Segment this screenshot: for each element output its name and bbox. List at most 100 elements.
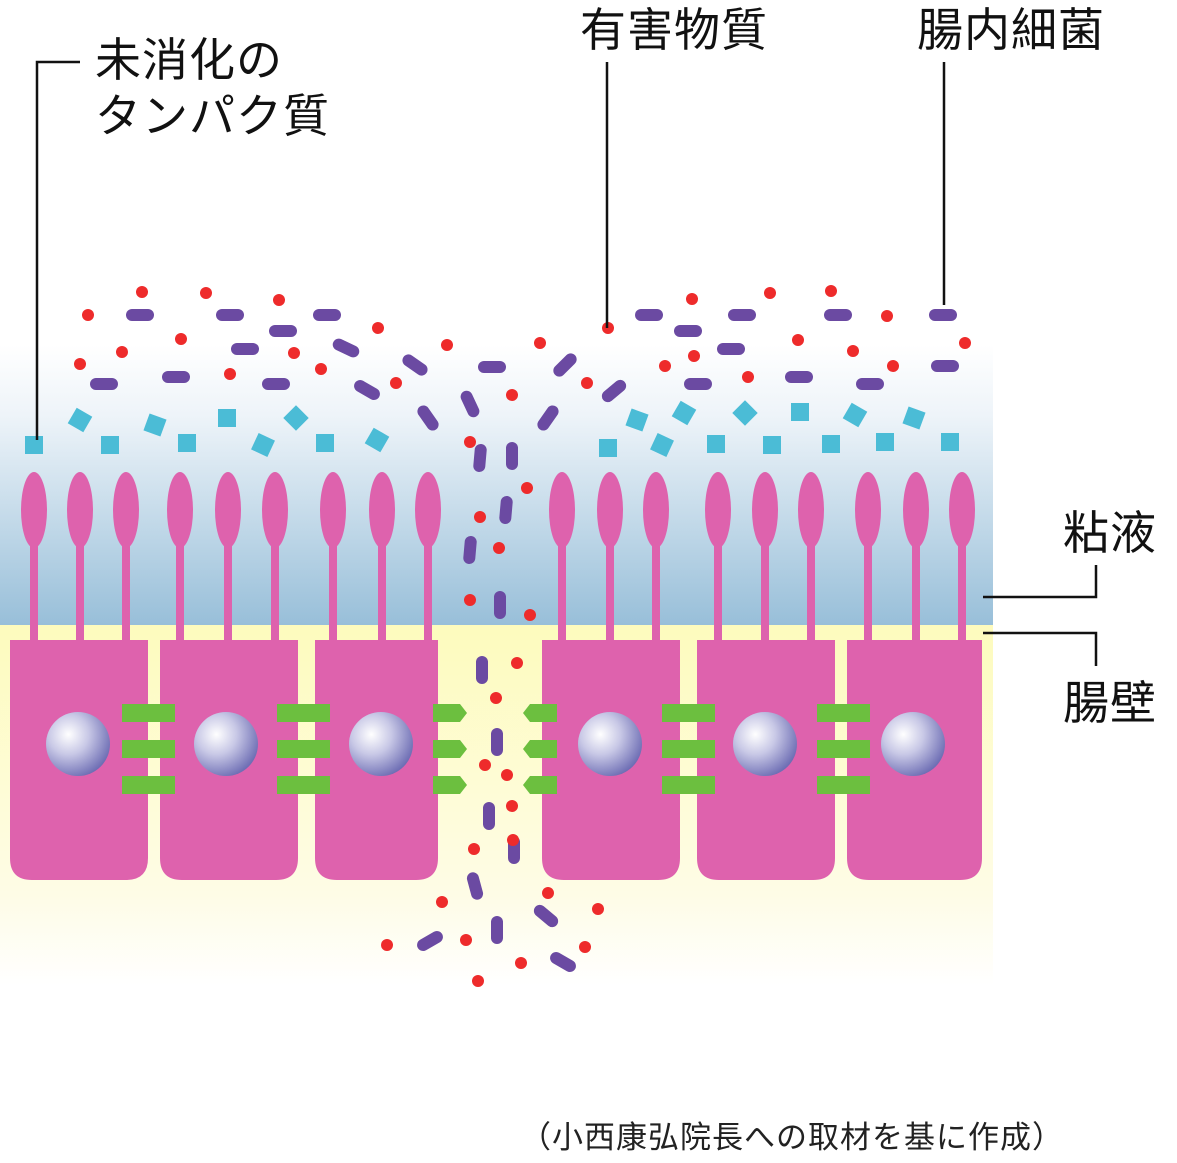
harmful-particle [315, 363, 327, 375]
tight-junction [122, 776, 175, 794]
harmful-particle [200, 287, 212, 299]
harmful-particle [474, 511, 486, 523]
bacterium [478, 361, 506, 373]
label-undigested-protein: 未消化の タンパク質 [95, 32, 330, 144]
protein-particle [101, 436, 119, 454]
harmful-particle [521, 482, 533, 494]
harmful-particle [511, 657, 523, 669]
tight-junction [277, 704, 330, 722]
villus-tip [320, 472, 346, 548]
protein-particle [283, 405, 309, 431]
protein-particle [364, 427, 390, 453]
broken-junction-right [523, 776, 557, 794]
protein-particle [218, 409, 236, 427]
bacterium [635, 309, 663, 321]
villus-stalk [329, 530, 337, 640]
harmful-particle [659, 360, 671, 372]
protein-particle [902, 406, 926, 430]
protein-particle [316, 434, 334, 452]
tight-junction [817, 776, 870, 794]
nucleus [881, 712, 945, 776]
bacterium [402, 354, 428, 376]
harmful-substance-particles [74, 285, 971, 987]
bacterium [550, 952, 576, 972]
bacterium [126, 309, 154, 321]
bacterium [262, 378, 290, 390]
harmful-particle [224, 368, 236, 380]
protein-particle [941, 433, 959, 451]
protein-particle [25, 436, 43, 454]
harmful-particle [579, 941, 591, 953]
villus-tip [855, 472, 881, 548]
villus-stalk [122, 530, 130, 640]
nucleus [349, 712, 413, 776]
harmful-particle [116, 346, 128, 358]
tight-junction [817, 740, 870, 758]
source-credit: （小西康弘院長への取材を基に作成） [520, 1120, 1064, 1156]
bacterium [674, 325, 702, 337]
tight-junctions [122, 704, 870, 794]
bacterium [684, 378, 712, 390]
bacterium [231, 343, 259, 355]
gut-bacteria-particles [90, 309, 959, 972]
harmful-particle [881, 310, 893, 322]
harmful-particle [524, 609, 536, 621]
bacterium [785, 371, 813, 383]
bacterium [417, 405, 439, 431]
harmful-particle [136, 286, 148, 298]
villus-tip [215, 472, 241, 548]
protein-particle [143, 413, 167, 437]
label-undigested-line2: タンパク質 [95, 89, 330, 143]
villus-tip [949, 472, 975, 548]
protein-particle [178, 434, 196, 452]
harmful-particle [372, 322, 384, 334]
harmful-particle [742, 371, 754, 383]
villus-tip [369, 472, 395, 548]
villi-group [21, 472, 975, 640]
villus-stalk [807, 530, 815, 640]
broken-junction-right [523, 740, 557, 758]
bacterium [856, 378, 884, 390]
villus-tip [798, 472, 824, 548]
cell-nuclei [46, 712, 945, 776]
harmful-particle [472, 975, 484, 987]
protein-particle [876, 433, 894, 451]
villus-tip [597, 472, 623, 548]
protein-particle [251, 433, 275, 457]
leader-line-mucus [983, 565, 1098, 599]
bacterium [491, 728, 503, 756]
tight-junction [662, 740, 715, 758]
bacterium [313, 309, 341, 321]
bacterium [824, 309, 852, 321]
bacterium [354, 380, 380, 400]
bacterium [417, 931, 443, 951]
bacterium [553, 353, 577, 377]
nucleus [578, 712, 642, 776]
protein-particle [842, 402, 868, 428]
harmful-particle [273, 294, 285, 306]
harmful-particle [175, 333, 187, 345]
bacterium [483, 802, 495, 830]
harmful-particle [468, 843, 480, 855]
villus-tip [705, 472, 731, 548]
tight-junction [817, 704, 870, 722]
bacterium [332, 338, 360, 358]
protein-particle [822, 435, 840, 453]
harmful-particle [686, 293, 698, 305]
broken-junction-left [433, 776, 467, 794]
villus-tip [167, 472, 193, 548]
label-undigested-line1: 未消化の [95, 33, 283, 87]
bacterium [506, 442, 518, 470]
tight-junction [662, 776, 715, 794]
broken-junction-right [523, 704, 557, 722]
harmful-particle [441, 339, 453, 351]
bacterium [90, 378, 118, 390]
harmful-particle [288, 347, 300, 359]
harmful-particle [515, 957, 527, 969]
protein-particle [707, 435, 725, 453]
label-intestinal-wall: 腸壁 [1063, 676, 1157, 730]
bacterium [537, 405, 559, 431]
harmful-particle [501, 769, 513, 781]
villus-stalk [271, 530, 279, 640]
